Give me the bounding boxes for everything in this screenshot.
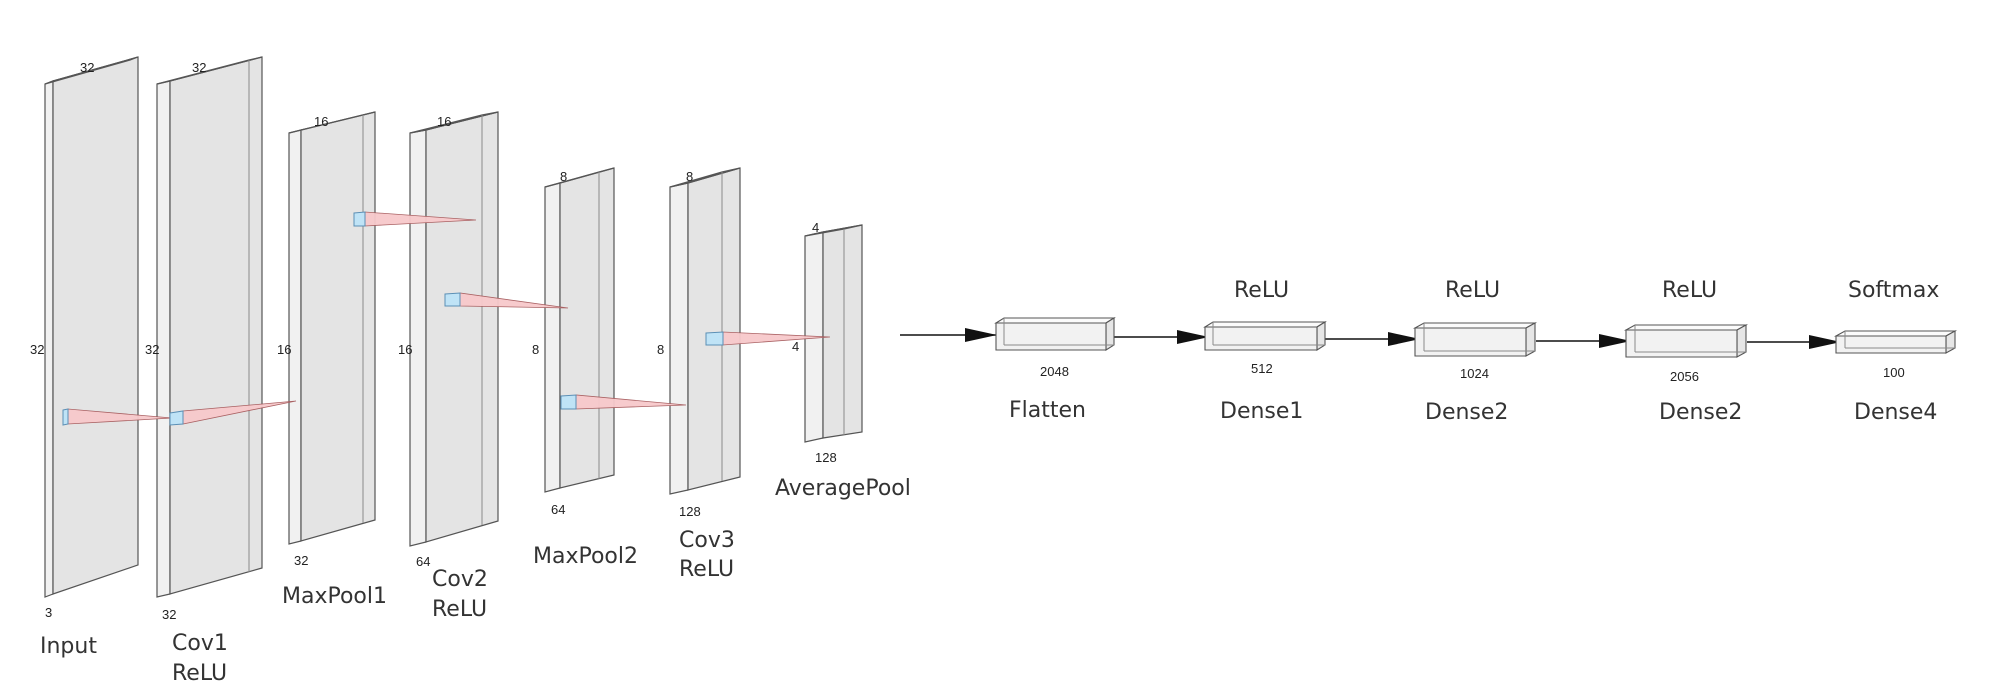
dense2a-size: 1024 xyxy=(1460,366,1489,381)
maxpool1-label: MaxPool1 xyxy=(282,584,387,609)
kernel-square xyxy=(444,292,461,307)
dense-dense1: ReLU 512 Dense1 xyxy=(1203,278,1327,424)
dense-dense2-b: ReLU 2056 Dense2 xyxy=(1623,278,1749,425)
dense-flatten: 2048 Flatten xyxy=(994,317,1116,423)
cov3-left-dim: 8 xyxy=(657,342,664,357)
dense2a-name: Dense2 xyxy=(1425,400,1508,425)
kernel-square xyxy=(353,211,366,227)
kernel-square xyxy=(169,410,184,426)
dense2b-size: 2056 xyxy=(1670,369,1699,384)
dense-dense4: Softmax 100 Dense4 xyxy=(1833,278,1958,425)
cov2-label-line2: ReLU xyxy=(432,597,487,622)
averagepool-bottom-dim: 128 xyxy=(815,450,837,465)
layer-maxpool2: 8 8 64 MaxPool2 xyxy=(532,167,638,569)
input-label: Input xyxy=(40,634,97,659)
input-top-dim: 32 xyxy=(80,60,94,75)
cov3-bottom-dim: 128 xyxy=(679,504,701,519)
maxpool2-label: MaxPool2 xyxy=(533,544,638,569)
cov1-label-line1: Cov1 xyxy=(172,631,228,656)
flatten-name: Flatten xyxy=(1009,398,1086,423)
maxpool1-bottom-dim: 32 xyxy=(294,553,308,568)
dense2b-activation: ReLU xyxy=(1662,278,1717,303)
cov1-left-dim: 32 xyxy=(145,342,159,357)
dense2b-name: Dense2 xyxy=(1659,400,1742,425)
maxpool1-left-dim: 16 xyxy=(277,342,291,357)
layer-averagepool: 4 4 128 AveragePool xyxy=(775,220,911,501)
cov2-bottom-dim: 64 xyxy=(416,554,430,569)
averagepool-top-dim: 4 xyxy=(812,220,819,235)
layer-cov2: 16 16 64 Cov2 ReLU xyxy=(398,111,499,622)
dense4-name: Dense4 xyxy=(1854,400,1937,425)
cov2-label-line1: Cov2 xyxy=(432,567,488,592)
kernel-input-to-cov1 xyxy=(62,408,173,426)
cov3-label-line2: ReLU xyxy=(679,557,734,582)
kernel-cov3-to-averagepool xyxy=(705,331,831,346)
maxpool2-left-dim: 8 xyxy=(532,342,539,357)
kernel-square xyxy=(560,394,577,410)
cov3-top-dim: 8 xyxy=(686,169,693,184)
input-bottom-dim: 3 xyxy=(45,605,52,620)
maxpool2-bottom-dim: 64 xyxy=(551,502,565,517)
dense1-size: 512 xyxy=(1251,361,1273,376)
layer-maxpool1: 16 16 32 MaxPool1 xyxy=(277,111,387,609)
dense4-activation: Softmax xyxy=(1848,278,1939,303)
dense2a-activation: ReLU xyxy=(1445,278,1500,303)
averagepool-label: AveragePool xyxy=(775,476,911,501)
cov2-left-dim: 16 xyxy=(398,342,412,357)
layer-cov1: 32 32 32 Cov1 ReLU xyxy=(145,56,263,686)
cov3-label-line1: Cov3 xyxy=(679,528,735,553)
layer-input: 32 32 3 Input xyxy=(30,56,139,659)
kernel-square xyxy=(705,331,724,346)
kernel-cov1-to-maxpool1 xyxy=(169,400,297,426)
cov2-top-dim: 16 xyxy=(437,114,451,129)
input-left-dim: 32 xyxy=(30,342,44,357)
cov1-bottom-dim: 32 xyxy=(162,607,176,622)
layer-cov3: 8 8 128 Cov3 ReLU xyxy=(657,167,741,582)
kernel-square xyxy=(62,408,69,426)
dense4-size: 100 xyxy=(1883,365,1905,380)
maxpool2-top-dim: 8 xyxy=(560,169,567,184)
cov1-label-line2: ReLU xyxy=(172,661,227,686)
flatten-size: 2048 xyxy=(1040,364,1069,379)
kernel-cov2-to-maxpool2 xyxy=(444,292,569,309)
maxpool1-top-dim: 16 xyxy=(314,114,328,129)
dense-dense2-a: ReLU 1024 Dense2 xyxy=(1412,278,1538,425)
kernel-maxpool1-to-cov2 xyxy=(353,211,477,227)
dense1-name: Dense1 xyxy=(1220,399,1303,424)
kernel-maxpool2-to-cov3 xyxy=(560,394,687,410)
averagepool-left-dim: 4 xyxy=(792,339,799,354)
cov1-top-dim: 32 xyxy=(192,60,206,75)
dense1-activation: ReLU xyxy=(1234,278,1289,303)
